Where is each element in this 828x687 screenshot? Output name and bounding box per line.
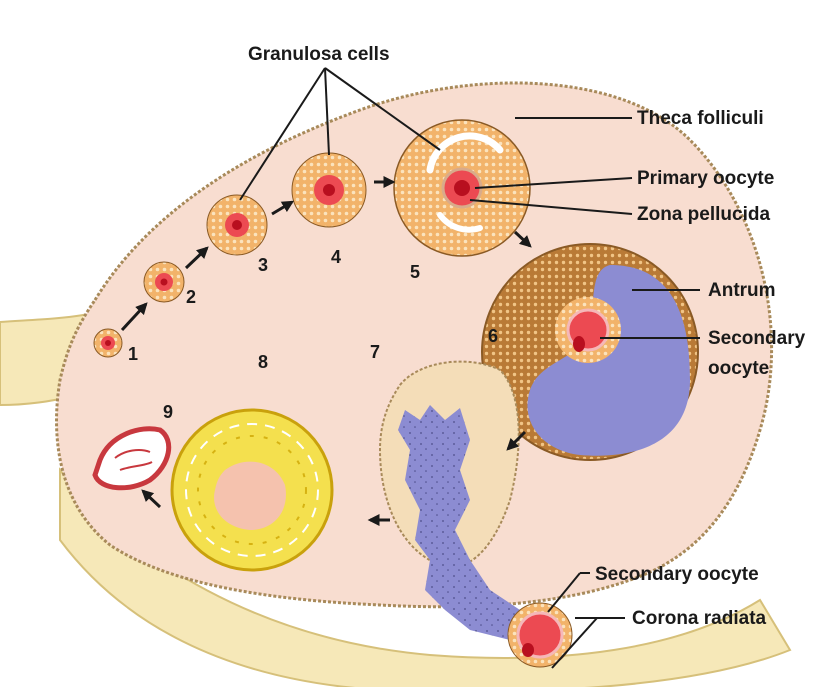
stage-number-6: 6 — [488, 326, 498, 346]
primordial-follicle-1 — [94, 329, 122, 357]
stage-number-8: 8 — [258, 352, 268, 372]
growing-follicle-4 — [292, 153, 366, 227]
label-antrum: Antrum — [708, 280, 776, 301]
label-secondary-oocyte-line2: oocyte — [708, 358, 769, 379]
stage-number-4: 4 — [331, 247, 341, 267]
growing-follicle-3 — [207, 195, 267, 255]
stage-number-2: 2 — [186, 287, 196, 307]
stage-number-9: 9 — [163, 402, 173, 422]
label-corona-radiata: Corona radiata — [632, 608, 767, 629]
label-primary-oocyte: Primary oocyte — [637, 168, 774, 189]
stage-number-1: 1 — [128, 344, 138, 364]
label-secondary-oocyte-line1: Secondary — [708, 328, 806, 349]
stage-number-3: 3 — [258, 255, 268, 275]
label-zona-pellucida: Zona pellucida — [637, 204, 770, 225]
primary-follicle-2 — [144, 262, 184, 302]
corpus-luteum-8 — [172, 410, 332, 570]
label-theca-folliculi: Theca folliculi — [637, 108, 764, 129]
secondary-follicle-5 — [394, 120, 530, 256]
label-granulosa-cells: Granulosa cells — [248, 44, 390, 65]
label-secondary-oocyte-ovulated: Secondary oocyte — [595, 564, 759, 585]
stage-number-5: 5 — [410, 262, 420, 282]
stage-number-7: 7 — [370, 342, 380, 362]
